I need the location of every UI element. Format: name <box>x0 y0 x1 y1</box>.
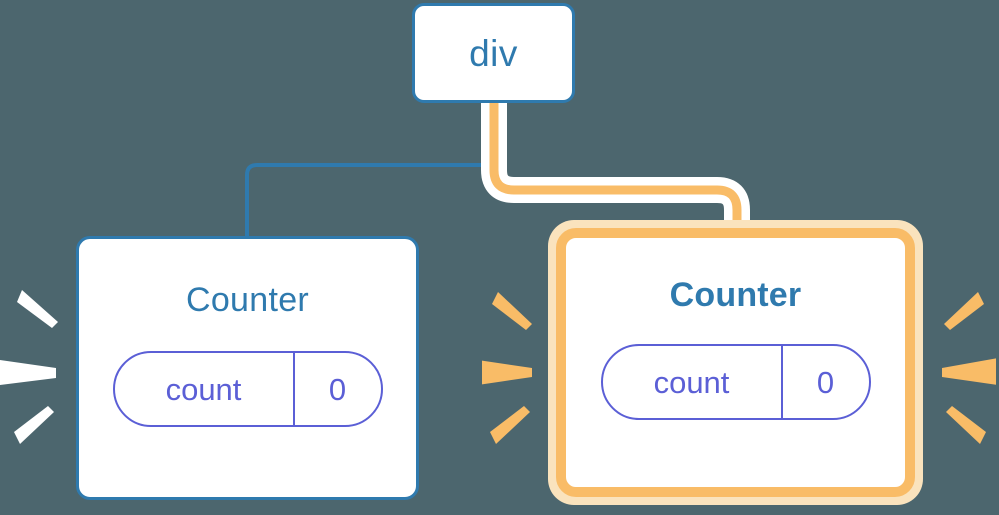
sparkle-ray-lower <box>490 406 530 444</box>
state-value: 0 <box>328 371 347 407</box>
edge-div-to-left-counter <box>245 101 495 238</box>
sparkle-burst-right-counter-right <box>942 292 996 444</box>
sparkle-ray-middle <box>0 360 56 385</box>
state-pill-right-key-cell: count <box>603 346 783 418</box>
state-pill-left: count 0 <box>112 351 383 427</box>
sparkle-burst-right-counter-left <box>482 292 532 444</box>
sparkle-ray-middle <box>482 360 532 385</box>
node-counter-left[interactable]: Counter count 0 <box>76 236 419 500</box>
node-counter-left-label: Counter <box>185 281 310 319</box>
edge-div-to-right-counter-halo <box>481 103 750 238</box>
state-pill-right: count 0 <box>600 344 871 420</box>
node-counter-right[interactable]: Counter count 0 <box>548 220 923 505</box>
sparkle-ray-upper <box>944 292 984 330</box>
sparkle-ray-upper <box>492 292 532 330</box>
state-pill-left-key-cell: count <box>115 353 295 425</box>
state-value: 0 <box>816 364 835 400</box>
state-key: count <box>653 364 730 400</box>
sparkle-ray-middle <box>942 358 996 385</box>
node-div[interactable]: div <box>412 3 575 103</box>
node-counter-right-label: Counter <box>669 276 802 314</box>
sparkle-ray-lower <box>946 406 986 444</box>
state-key: count <box>165 371 242 407</box>
node-counter-right-highlight-ring: Counter count 0 <box>556 228 915 497</box>
state-pill-right-value-cell: 0 <box>783 346 869 418</box>
sparkle-ray-lower <box>14 406 54 444</box>
state-pill-left-value-cell: 0 <box>295 353 381 425</box>
sparkle-ray-upper <box>17 290 58 328</box>
sparkle-burst-left-counter <box>0 290 58 444</box>
node-div-label: div <box>469 32 518 74</box>
edge-div-to-right-counter <box>489 103 742 238</box>
